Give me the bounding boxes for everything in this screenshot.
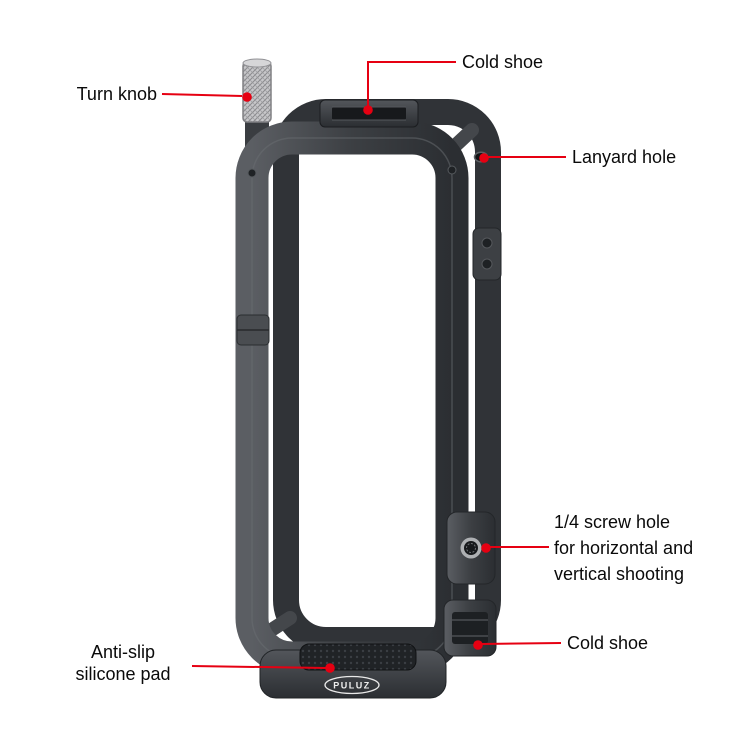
puluz-logo-text: PULUZ <box>333 681 371 691</box>
label-quarter-screw-hole: 1/4 screw hole for horizontal and vertic… <box>554 512 694 585</box>
dot-cold-shoe-top <box>363 105 373 115</box>
dot-anti-slip <box>325 663 335 673</box>
latch-block <box>236 314 270 346</box>
label-lanyard-hole: Lanyard hole <box>572 147 677 167</box>
anti-slip-pad-graphic <box>299 643 417 671</box>
label-turn-knob: Turn knob <box>76 84 157 104</box>
dot-turn-knob <box>242 92 252 102</box>
leader-line-cold-shoe-top <box>367 61 456 106</box>
label-cold-shoe-top: Cold shoe <box>462 52 544 72</box>
cold-shoe-side-graphic <box>443 599 497 657</box>
turn-knob-graphic <box>242 58 272 165</box>
dot-cold-shoe-side <box>473 640 483 650</box>
leader-line-anti-slip <box>191 665 327 669</box>
leader-line-cold-shoe-side <box>481 642 562 645</box>
label-cold-shoe-side: Cold shoe <box>567 633 649 653</box>
hinge-block <box>472 227 502 281</box>
dot-lanyard-hole <box>479 153 489 163</box>
marker-dots <box>242 92 491 673</box>
dot-quarter-screw <box>481 543 491 553</box>
quarter-screw-graphic <box>446 511 496 585</box>
leader-line-turn-knob <box>161 93 243 97</box>
puluz-logo: PULUZ <box>324 675 380 695</box>
leader-lines <box>161 61 566 669</box>
label-anti-slip-pad: Anti-slip silicone pad <box>75 642 171 684</box>
